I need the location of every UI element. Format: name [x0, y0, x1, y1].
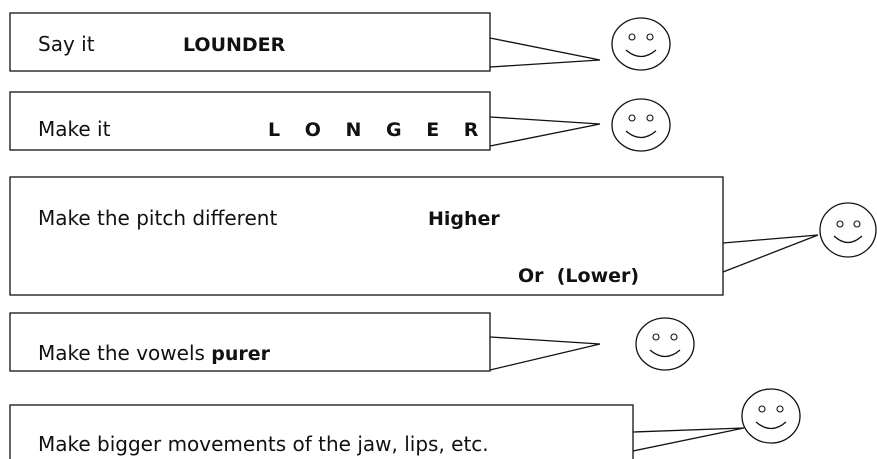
- smiley-face-icon: [819, 202, 877, 258]
- smiley-face-icon: [635, 317, 695, 371]
- bubble-make-it-longer: Make it L O N G E R: [9, 91, 601, 151]
- instruction-text: Make it: [38, 117, 111, 141]
- instruction-text: Make bigger movements of the jaw, lips, …: [38, 432, 489, 456]
- bubble-tail: [489, 116, 601, 147]
- bubble-box: [9, 404, 634, 459]
- bubble-box: [9, 312, 491, 372]
- emphasis-higher: Higher: [428, 208, 500, 230]
- bubble-tail: [489, 336, 601, 371]
- instruction-text: Make the pitch different: [38, 206, 277, 230]
- bubble-tail: [489, 37, 601, 68]
- bubble-box: [9, 91, 491, 151]
- bubble-box: [9, 176, 724, 296]
- smiley-face-icon: [611, 98, 671, 152]
- instruction-text-plain: Make the vowels: [38, 341, 211, 365]
- bubble-vowels-purer: Make the vowels purer: [9, 312, 601, 372]
- bubble-box: [9, 12, 491, 72]
- emphasis-text: L O N G E R: [268, 119, 487, 141]
- instruction-text: Make the vowels purer: [38, 341, 271, 365]
- smiley-face-icon: [611, 17, 671, 71]
- emphasis-text: purer: [211, 343, 270, 365]
- bubble-pitch-different: Make the pitch different Higher Or (Lowe…: [9, 176, 819, 296]
- emphasis-text: LOUNDER: [183, 34, 286, 56]
- bubble-tail: [722, 234, 819, 273]
- bubble-bigger-movements: Make bigger movements of the jaw, lips, …: [9, 404, 745, 459]
- bubble-say-it-louder: Say it LOUNDER: [9, 12, 601, 72]
- instruction-text: Say it: [38, 32, 95, 56]
- smiley-face-icon: [741, 388, 801, 444]
- emphasis-lower: Or (Lower): [518, 265, 639, 287]
- bubble-tail: [632, 427, 745, 452]
